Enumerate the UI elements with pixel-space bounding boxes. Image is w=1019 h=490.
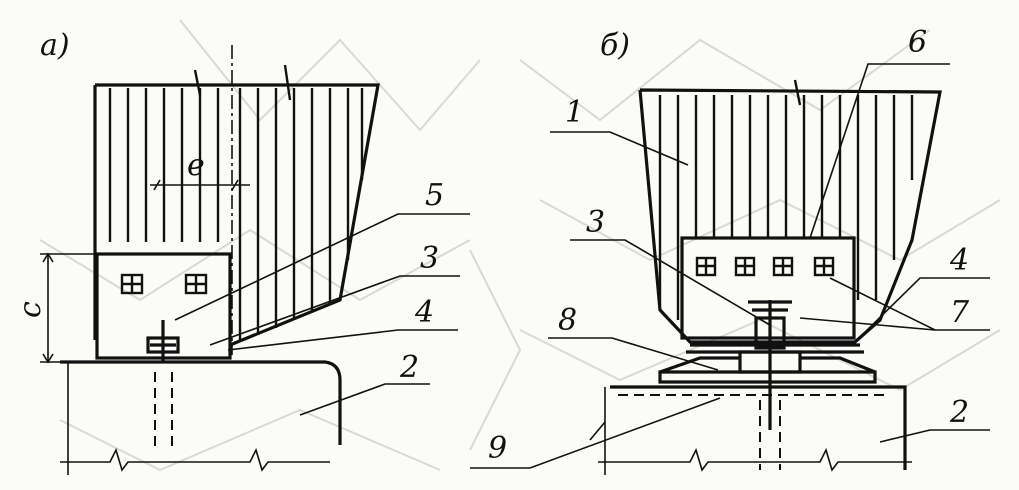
callout-9: 9: [488, 431, 507, 466]
panel-b-tick: [589, 421, 606, 441]
callout-2a: 2: [399, 350, 419, 385]
panel-a-support: [60, 360, 342, 445]
panel-b-support-dim: [598, 387, 912, 475]
callout-6: 6: [908, 25, 927, 60]
panel-b-anchor-hole: [759, 400, 781, 470]
panel-a-anchor-hole: [154, 372, 173, 452]
callout-4: 4: [414, 295, 434, 330]
panel-b-support: [610, 385, 907, 470]
panel-a-callouts: 5 3 4 2: [174, 178, 470, 416]
panel-b: б): [470, 25, 990, 475]
callout-3: 3: [420, 241, 439, 276]
panel-b-anchor: [658, 300, 877, 430]
panel-b-bolt-holes: [695, 256, 835, 277]
callout-4b: 4: [949, 243, 969, 278]
callout-1: 1: [565, 95, 584, 130]
panel-a-dimension-c: c: [13, 252, 100, 364]
panel-a: а) e c: [13, 28, 470, 475]
panel-b-title: б): [600, 28, 630, 63]
panel-b-hatching: [658, 95, 914, 320]
panel-a-beam-outline: [93, 83, 380, 347]
panel-a-break-mark: [193, 64, 292, 101]
panel-a-bolt-holes: [120, 273, 208, 295]
dimension-c-label: c: [13, 301, 48, 318]
panel-a-dimension-e: e: [150, 148, 250, 191]
panel-a-support-dim: [60, 362, 330, 475]
panel-a-title: а): [40, 28, 70, 63]
background-sketch: [39, 19, 1001, 472]
callout-3b: 3: [586, 205, 605, 240]
callout-5: 5: [425, 178, 444, 213]
callout-7: 7: [950, 295, 970, 330]
panel-b-callouts: 6 1 3 4 8 7 9 2: [470, 25, 990, 469]
panel-b-break-mark: [793, 79, 802, 106]
panel-a-anchor: [146, 320, 180, 362]
panel-a-hatching: [108, 88, 364, 340]
callout-2b: 2: [949, 395, 969, 430]
callout-8: 8: [558, 303, 577, 338]
panel-b-pad: [680, 236, 856, 340]
dimension-e-label: e: [187, 148, 205, 183]
panel-b-beam-outline: [638, 88, 942, 344]
